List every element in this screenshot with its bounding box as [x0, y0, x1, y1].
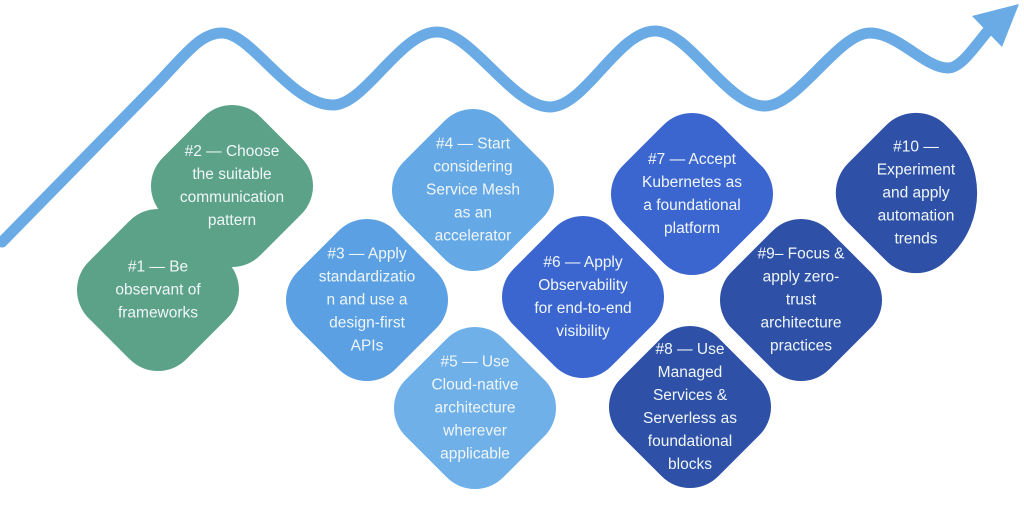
step-label: #6 — Apply Observability for end-to-end …	[534, 254, 632, 340]
step-tile-4: #4 — Start considering Service Mesh as a…	[375, 92, 571, 288]
step-tile-10: #10 — Experiment and apply automation tr…	[818, 95, 1014, 291]
step-tile-1: #1 — Be observant of frameworks	[60, 192, 256, 388]
step-tile-8: #8 — Use Managed Services & Serverless a…	[592, 309, 788, 505]
step-tile-2: #2 — Choose the suitable communication p…	[134, 88, 330, 284]
step-label: #10 — Experiment and apply automation tr…	[876, 138, 956, 248]
arrowhead-icon	[972, 4, 1019, 47]
step-tile-9: #9– Focus & apply zero- trust architectu…	[703, 202, 899, 398]
step-label: #3 — Apply standardizatio n and use a de…	[318, 245, 416, 355]
step-tile-7: #7 — Accept Kubernetes as a foundational…	[594, 96, 790, 292]
step-label: #7 — Accept Kubernetes as a foundational…	[642, 151, 742, 237]
wave-line	[0, 20, 998, 248]
step-label: #2 — Choose the suitable communication p…	[179, 143, 285, 229]
step-label: #1 — Be observant of frameworks	[115, 258, 201, 322]
step-label: #9– Focus & apply zero- trust architectu…	[757, 245, 845, 355]
step-tile-6: #6 — Apply Observability for end-to-end …	[485, 199, 681, 395]
step-tile-3: #3 — Apply standardizatio n and use a de…	[269, 202, 465, 398]
step-label: #5 — Use Cloud-native architecture where…	[431, 353, 519, 463]
trend-wave-arrow	[0, 4, 1019, 248]
step-label: #8 — Use Managed Services & Serverless a…	[643, 341, 737, 473]
step-label: #4 — Start considering Service Mesh as a…	[426, 135, 520, 245]
step-tile-5: #5 — Use Cloud-native architecture where…	[377, 310, 573, 505]
